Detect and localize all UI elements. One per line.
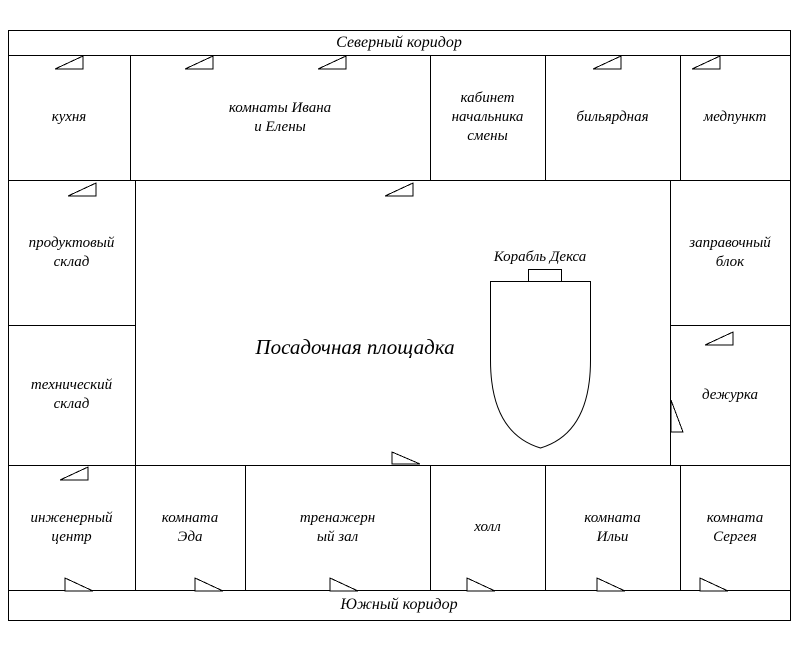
room-food-storage-label: продуктовый склад: [28, 234, 115, 270]
room-billiard-label: бильярдная: [576, 109, 649, 126]
room-engineering-center-label: инженерный центр: [30, 509, 113, 545]
door-icon: [466, 577, 496, 592]
ship-label: Корабль Декса: [493, 248, 587, 265]
landing-pad-label: Посадочная площадка: [255, 335, 455, 360]
door-icon: [184, 55, 214, 70]
ship-outline-icon: [490, 281, 591, 449]
room-tech-storage-label: технический склад: [30, 377, 113, 412]
room-kitchen-label: кухня: [51, 109, 87, 126]
room-med-station-label: медпункт: [703, 109, 767, 126]
door-icon: [704, 331, 734, 346]
door-icon: [391, 451, 421, 465]
room-ed-label: комната Эда: [161, 509, 219, 545]
door-icon: [329, 577, 359, 592]
door-icon: [670, 399, 684, 433]
door-icon: [384, 182, 414, 197]
door-icon: [67, 182, 97, 197]
door-icon: [699, 577, 729, 592]
door-icon: [596, 577, 626, 592]
south-corridor-label: Южный коридор: [340, 596, 458, 613]
door-icon: [317, 55, 347, 70]
room-gym-label: тренажерн ый зал: [299, 509, 376, 545]
room-hall-label: холл: [474, 519, 501, 536]
door-icon: [64, 577, 94, 592]
door-icon: [691, 55, 721, 70]
room-fuel-block-label: заправочный блок: [689, 234, 771, 270]
door-icon: [59, 466, 89, 481]
room-shift-chief-office-label: кабинет начальника смены: [451, 90, 524, 144]
room-duty-room-label: дежурка: [701, 386, 759, 403]
north-corridor-label: Северный коридор: [336, 33, 462, 51]
room-sergey-label: комната Сергея: [706, 509, 764, 545]
room-ilya-label: комната Ильи: [584, 509, 641, 545]
door-icon: [54, 55, 84, 70]
door-icon: [194, 577, 224, 592]
room-ivan-elena-label: комнаты Ивана и Елены: [228, 99, 332, 135]
door-icon: [592, 55, 622, 70]
